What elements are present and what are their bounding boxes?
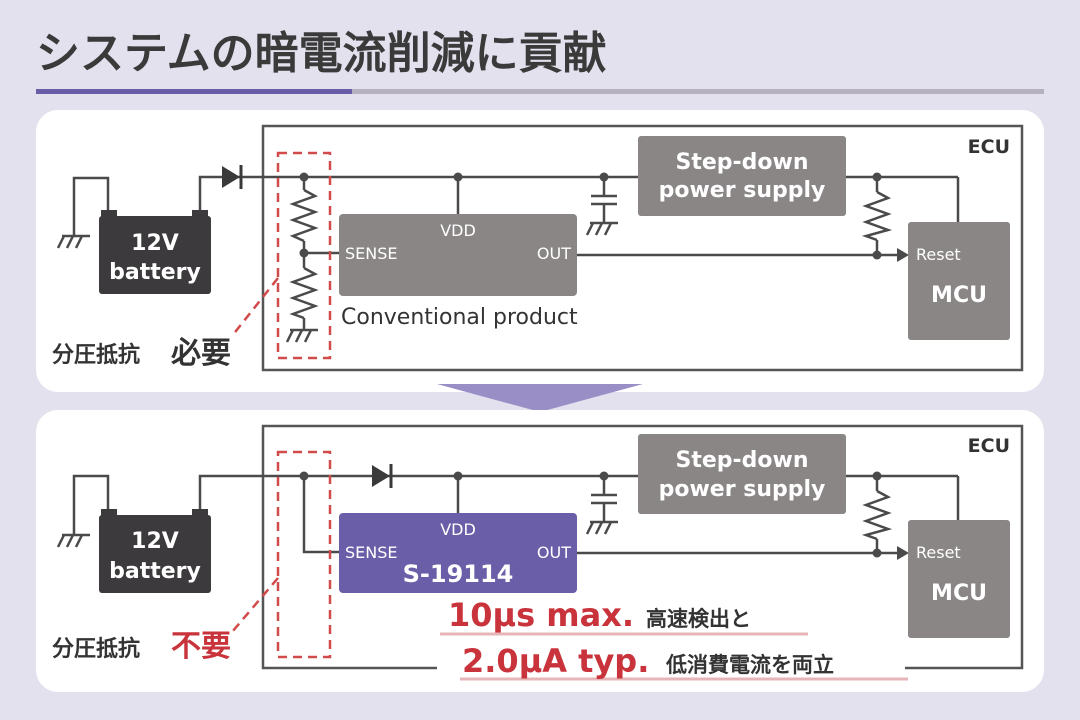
feature1-value: 10μs max. bbox=[448, 596, 634, 634]
bottom-ic-vdd-pin: VDD bbox=[440, 520, 476, 539]
bottom-junction-dot bbox=[599, 471, 609, 481]
bottom-divider-highlight bbox=[276, 450, 332, 659]
bottom-mcu bbox=[908, 520, 1010, 638]
top-battery-voltage: 12V bbox=[131, 231, 179, 256]
top-junction-dot bbox=[453, 172, 463, 182]
bottom-resistor-label: 分圧抵抗 bbox=[52, 636, 140, 662]
transition-arrow-icon bbox=[437, 384, 643, 412]
bottom-junction-dot bbox=[872, 471, 882, 481]
bottom-ic-out-pin: OUT bbox=[537, 543, 571, 562]
top-ecu-boundary bbox=[261, 124, 1024, 372]
title-underline-accent bbox=[36, 89, 352, 94]
top-junction-dot bbox=[299, 172, 309, 182]
top-ecu-label: ECU bbox=[968, 136, 1010, 158]
bottom-battery-voltage: 12V bbox=[131, 529, 179, 554]
feature1-backdrop bbox=[437, 596, 799, 636]
top-panel: ECU 12V battery bbox=[36, 110, 1044, 392]
top-diode-icon bbox=[222, 165, 243, 189]
bottom-junction-dot bbox=[872, 548, 882, 558]
top-mcu bbox=[908, 222, 1010, 340]
bottom-capacitor-icon bbox=[585, 476, 618, 535]
top-battery-icon bbox=[99, 210, 211, 294]
title-underline bbox=[352, 89, 1044, 94]
top-callout-line bbox=[231, 277, 279, 337]
bottom-ic-name: S-19114 bbox=[403, 560, 514, 588]
bottom-battery-label: battery bbox=[109, 559, 201, 584]
top-junction-dot bbox=[599, 172, 609, 182]
bottom-diode-icon bbox=[372, 464, 393, 488]
bottom-s19114-ic bbox=[339, 513, 577, 593]
bottom-junction-dot bbox=[453, 471, 463, 481]
bottom-ecu-label: ECU bbox=[968, 435, 1010, 457]
top-resistor-label: 分圧抵抗 bbox=[52, 342, 140, 368]
top-ic-sense-pin: SENSE bbox=[345, 244, 398, 263]
top-stepdown-label-line2: power supply bbox=[659, 178, 826, 203]
feature2-value: 2.0μA typ. bbox=[462, 642, 649, 680]
feature1-text: 高速検出と bbox=[646, 607, 751, 631]
top-mcu-label: MCU bbox=[931, 283, 987, 308]
bottom-ic-sense-pin: SENSE bbox=[345, 543, 398, 562]
bottom-stepdown-supply bbox=[638, 434, 846, 514]
bottom-stepdown-label-line1: Step-down bbox=[675, 448, 808, 473]
top-divider-highlight bbox=[276, 151, 332, 360]
bottom-panel: ECU 12V battery 分圧抵抗 不要 bbox=[36, 410, 1044, 692]
bottom-resistor-status: 不要 bbox=[171, 629, 231, 664]
top-junction-dot bbox=[872, 250, 882, 260]
top-divider-ground-icon bbox=[285, 328, 318, 343]
top-conventional-ic bbox=[339, 214, 577, 296]
bottom-battery-icon bbox=[99, 509, 211, 593]
bottom-reset-arrow-icon bbox=[897, 546, 909, 560]
top-ic-out-pin: OUT bbox=[537, 244, 571, 263]
bottom-mcu-label: MCU bbox=[931, 581, 987, 606]
top-battery-ground-icon bbox=[56, 176, 110, 249]
bottom-mcu-reset-pin: Reset bbox=[916, 543, 961, 562]
top-resistor-status: 必要 bbox=[171, 336, 231, 371]
feature2-backdrop bbox=[437, 642, 905, 682]
bottom-battery-ground-icon bbox=[56, 474, 110, 548]
top-mcu-reset-pin: Reset bbox=[916, 245, 961, 264]
top-ic-vdd-pin: VDD bbox=[440, 221, 476, 240]
bottom-stepdown-label-line2: power supply bbox=[659, 477, 826, 502]
top-stepdown-supply bbox=[638, 136, 846, 216]
page-title: システムの暗電流削減に貢献 bbox=[36, 28, 607, 79]
top-battery-label: battery bbox=[109, 260, 201, 285]
top-reset-arrow-icon bbox=[897, 248, 909, 262]
top-ic-caption: Conventional product bbox=[341, 305, 578, 330]
bottom-callout-line bbox=[231, 577, 279, 633]
top-junction-dot bbox=[872, 172, 882, 182]
bottom-sense-wire bbox=[302, 476, 340, 554]
feature2-text: 低消費電流を両立 bbox=[665, 653, 834, 677]
top-stepdown-label-line1: Step-down bbox=[675, 150, 808, 175]
